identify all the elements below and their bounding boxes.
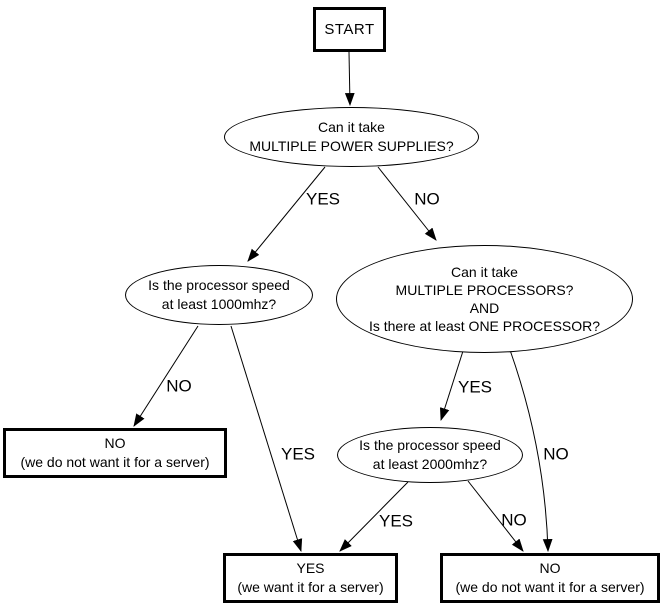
edge-1000-yes — [230, 325, 303, 553]
edge-label-multi-no: NO — [543, 444, 569, 464]
edge-multi-no — [509, 349, 553, 553]
node-start: START — [313, 7, 386, 52]
node-multiple-processors: Can it take MULTIPLE PROCESSORS? AND Is … — [336, 245, 633, 353]
edge-power-no — [377, 166, 437, 241]
edge-power-yes — [247, 166, 326, 262]
edge-label-power-yes: YES — [305, 189, 341, 209]
multiple-power-supplies-label: Can it take MULTIPLE POWER SUPPLIES? — [249, 119, 454, 154]
edge-1000-no — [133, 325, 199, 427]
edge-label-1000-yes: YES — [280, 444, 316, 464]
node-result-no-left: NO (we do not want it for a server) — [3, 428, 227, 478]
edge-multi-yes — [439, 350, 464, 422]
processor-speed-2000-label: Is the processor speed at least 2000mhz? — [359, 437, 501, 472]
node-multiple-power-supplies: Can it take MULTIPLE POWER SUPPLIES? — [224, 107, 479, 167]
result-no-left-label: NO (we do not want it for a server) — [20, 435, 210, 470]
multiple-processors-label: Can it take MULTIPLE PROCESSORS? AND Is … — [368, 264, 601, 334]
edge-2000-no — [467, 480, 524, 552]
edge-2000-yes — [339, 481, 409, 552]
start-label: START — [324, 21, 375, 38]
edge-label-1000-no: NO — [166, 376, 192, 396]
node-result-no-right: NO (we do not want it for a server) — [440, 553, 660, 603]
edge-label-2000-yes: YES — [378, 511, 414, 531]
node-processor-speed-2000: Is the processor speed at least 2000mhz? — [337, 427, 523, 483]
edge-label-power-no: NO — [414, 189, 440, 209]
processor-speed-1000-label: Is the processor speed at least 1000mhz? — [148, 277, 290, 312]
node-processor-speed-1000: Is the processor speed at least 1000mhz? — [125, 265, 313, 325]
edge-start-to-power — [344, 51, 355, 107]
node-result-yes: YES (we want it for a server) — [223, 553, 398, 603]
edge-label-multi-yes: YES — [457, 377, 493, 397]
edge-label-2000-no: NO — [501, 510, 527, 530]
result-no-right-label: NO (we do not want it for a server) — [455, 560, 645, 595]
result-yes-label: YES (we want it for a server) — [237, 560, 384, 595]
